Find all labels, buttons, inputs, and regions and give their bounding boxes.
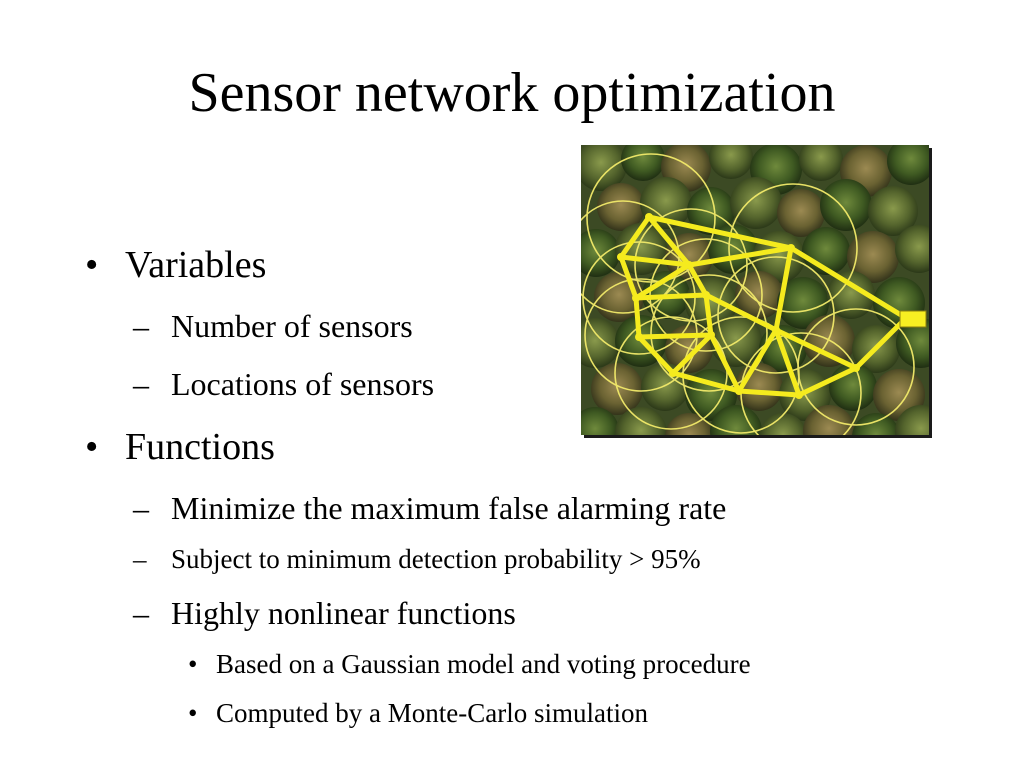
sensor-node [669,369,677,377]
bullet-dot-icon: • [85,244,99,286]
bullet-gaussian-model: • Based on a Gaussian model and voting pr… [188,648,751,680]
sensor-node [852,364,860,372]
dash-icon: – [133,595,149,631]
bullet-text: Minimize the maximum false alarming rate [171,490,727,526]
dash-icon: – [133,490,149,526]
bullet-functions: • Functions [85,425,275,469]
bullet-text: Functions [125,426,275,468]
bullet-nonlinear: –Highly nonlinear functions [133,594,516,632]
coverage-circle [582,241,696,355]
coverage-circle [650,274,768,392]
bullet-text: Locations of sensors [171,366,435,402]
dash-icon: – [133,308,149,344]
bullet-text: Based on a Gaussian model and voting pro… [216,649,751,679]
sensor-node [617,253,625,261]
coverage-circle [614,316,728,430]
sensor-node [787,244,795,252]
slide-title: Sensor network optimization [188,62,836,124]
bullet-subject-to: –Subject to minimum detection probabilit… [133,543,701,575]
sensor-node [795,391,803,399]
bullet-locations-of-sensors: –Locations of sensors [133,365,434,403]
aerial-forest-sensor-network-image [581,145,929,435]
bullet-text: Highly nonlinear functions [171,595,516,631]
bullet-text: Subject to minimum detection probability… [171,544,701,574]
sensor-node [645,213,653,221]
sensor-node [632,294,640,302]
bullet-text: Computed by a Monte-Carlo simulation [216,698,648,728]
sensor-node [735,387,743,395]
sensor-node [702,291,710,299]
sensor-network-graphic [581,145,929,435]
bullet-minimize: –Minimize the maximum false alarming rat… [133,489,726,527]
sensor-node [685,261,693,269]
bullet-number-of-sensors: –Number of sensors [133,307,413,345]
bullet-variables: • Variables [85,243,266,287]
bullet-dot-icon: • [188,698,198,728]
sensor-node [707,331,715,339]
bullet-text: Number of sensors [171,308,413,344]
coverage-circle [797,308,915,426]
sensor-node [635,333,643,341]
sensor-node [772,326,780,334]
coverage-circle [581,200,680,314]
sensor-coverage-circles [581,153,915,435]
bullet-monte-carlo: • Computed by a Monte-Carlo simulation [188,697,648,729]
dash-icon: – [133,544,147,574]
sensor-nodes [617,213,860,399]
bullet-text: Variables [125,244,267,286]
bullet-dot-icon: • [85,426,99,468]
sensor-links [618,214,909,398]
coverage-circle [717,256,835,374]
coverage-circle [728,183,858,313]
base-station [899,310,927,328]
bullet-dot-icon: • [188,649,198,679]
dash-icon: – [133,366,149,402]
